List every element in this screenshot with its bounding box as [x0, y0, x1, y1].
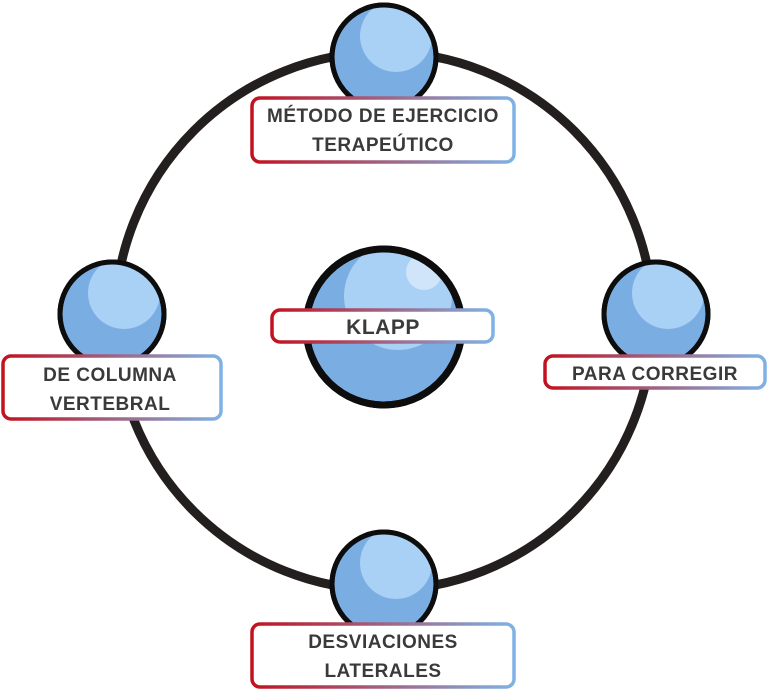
- label-right: PARA CORREGIR: [543, 354, 767, 390]
- left-node: [57, 259, 167, 369]
- label-top-line-2: TERAPEÚTICO: [312, 134, 454, 156]
- label-left: DE COLUMNA VERTEBRAL: [1, 354, 223, 421]
- label-center-text: KLAPP: [346, 316, 420, 339]
- label-top: MÉTODO DE EJERCICIO TERAPEÚTICO: [250, 96, 516, 164]
- label-left-line-2: VERTEBRAL: [50, 394, 171, 415]
- label-left-line-1: DE COLUMNA: [43, 365, 177, 386]
- right-node: [601, 259, 711, 369]
- label-bottom-line-2: LATERALES: [324, 661, 441, 682]
- label-top-line-1: MÉTODO DE EJERCICIO: [267, 105, 499, 127]
- label-bottom-line-1: DESVIACIONES: [308, 632, 458, 653]
- label-right-text: PARA CORREGIR: [572, 364, 738, 385]
- label-center: KLAPP: [270, 308, 495, 344]
- bottom-node: [329, 529, 439, 639]
- top-node: [329, 2, 439, 112]
- label-bottom: DESVIACIONES LATERALES: [250, 622, 516, 689]
